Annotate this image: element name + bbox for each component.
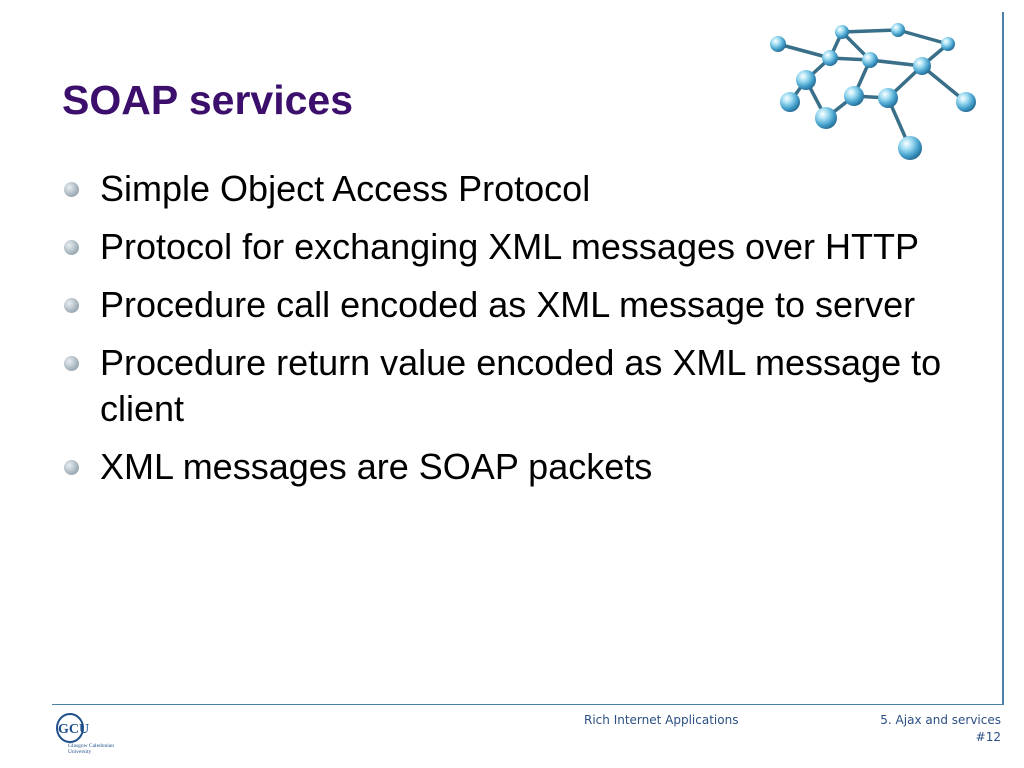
footer-course-title: Rich Internet Applications bbox=[584, 713, 739, 727]
logo-line2: University bbox=[68, 749, 91, 755]
bullet-text: Procedure call encoded as XML message to… bbox=[100, 284, 916, 325]
gcu-logo: GCU Glasgow Caledonian University bbox=[56, 713, 114, 755]
bullet-dot-icon bbox=[64, 460, 79, 475]
bullet-text: Procedure return value encoded as XML me… bbox=[100, 342, 942, 429]
bullet-text: Simple Object Access Protocol bbox=[100, 168, 591, 209]
bullet-text: XML messages are SOAP packets bbox=[100, 446, 653, 487]
footer-chapter: 5. Ajax and services bbox=[880, 713, 1001, 727]
logo-line1: Glasgow Caledonian bbox=[68, 743, 114, 749]
bullet-dot-icon bbox=[64, 240, 79, 255]
bullet-dot-icon bbox=[64, 182, 79, 197]
molecule-network-icon bbox=[770, 23, 976, 160]
bullet-item: Simple Object Access Protocol bbox=[60, 166, 960, 212]
slide-title: SOAP services bbox=[62, 77, 354, 123]
bullet-list: Simple Object Access Protocol Protocol f… bbox=[60, 166, 960, 502]
bullet-item: XML messages are SOAP packets bbox=[60, 444, 960, 490]
logo-mark: GCU bbox=[58, 722, 89, 737]
bullet-text: Protocol for exchanging XML messages ove… bbox=[100, 226, 920, 267]
bullet-item: Procedure call encoded as XML message to… bbox=[60, 282, 960, 328]
bullet-item: Procedure return value encoded as XML me… bbox=[60, 340, 960, 432]
bullet-dot-icon bbox=[64, 356, 79, 371]
footer-slide-number: #12 bbox=[975, 730, 1001, 744]
bullet-item: Protocol for exchanging XML messages ove… bbox=[60, 224, 960, 270]
right-border-rule bbox=[1002, 12, 1004, 704]
footer-rule bbox=[52, 704, 1004, 705]
bullet-dot-icon bbox=[64, 298, 79, 313]
